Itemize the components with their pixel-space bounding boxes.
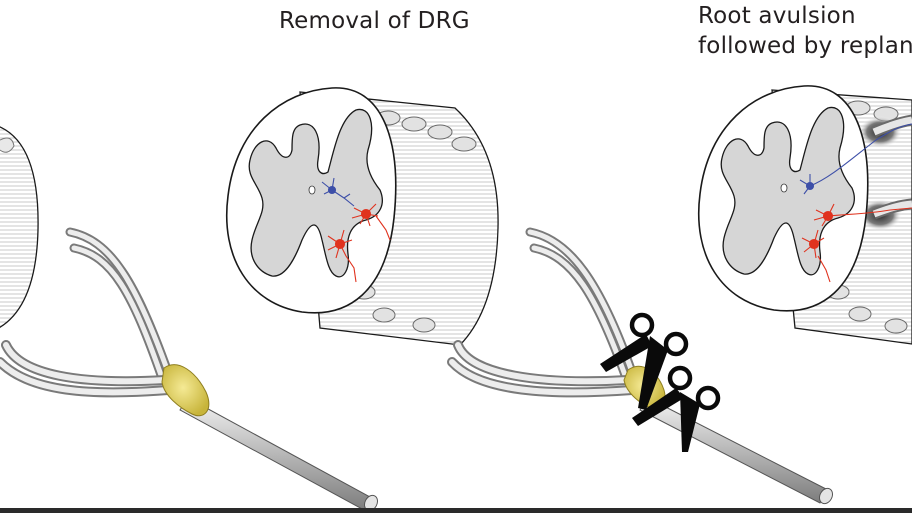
replanted-root-1 <box>871 114 912 138</box>
motor-neuron-right-1 <box>813 203 912 227</box>
middle-panel <box>226 87 499 346</box>
nerve-root-left <box>0 227 173 398</box>
dorsal-root-ganglion <box>161 364 210 417</box>
motor-neuron-middle-1 <box>351 203 391 241</box>
nerve-root-right <box>447 227 637 398</box>
motor-neuron-middle-2 <box>327 229 357 283</box>
spinal-cord-segment-left <box>0 126 39 328</box>
caption-removal-of-drg: Removal of DRG <box>279 8 470 34</box>
grey-matter-middle <box>248 108 383 278</box>
right-panel <box>447 85 912 505</box>
caption-root-avulsion-line1: Root avulsion <box>698 3 856 29</box>
spinal-nerve-left <box>179 397 378 512</box>
spinal-nerve-right <box>639 397 833 505</box>
root-stumps-top-middle <box>375 110 477 152</box>
sensory-neuron-middle <box>321 177 355 207</box>
root-stumps-bottom-middle <box>352 284 436 333</box>
caption-root-avulsion-line2: followed by replan <box>698 33 912 59</box>
caption-root-avulsion: Root avulsion followed by replan <box>698 1 912 61</box>
left-panel <box>0 126 378 512</box>
scissors-blades <box>600 334 700 452</box>
grey-matter-right <box>720 106 855 276</box>
central-canal-right <box>780 183 788 193</box>
frame-bottom-bar <box>0 508 912 513</box>
sensory-neuron-right <box>799 123 912 195</box>
cord-bump-left <box>0 137 15 153</box>
central-canal-middle <box>308 185 316 195</box>
scissors-icon <box>629 312 721 411</box>
motor-neuron-right-2 <box>801 229 831 283</box>
replanted-root-2 <box>872 198 912 220</box>
